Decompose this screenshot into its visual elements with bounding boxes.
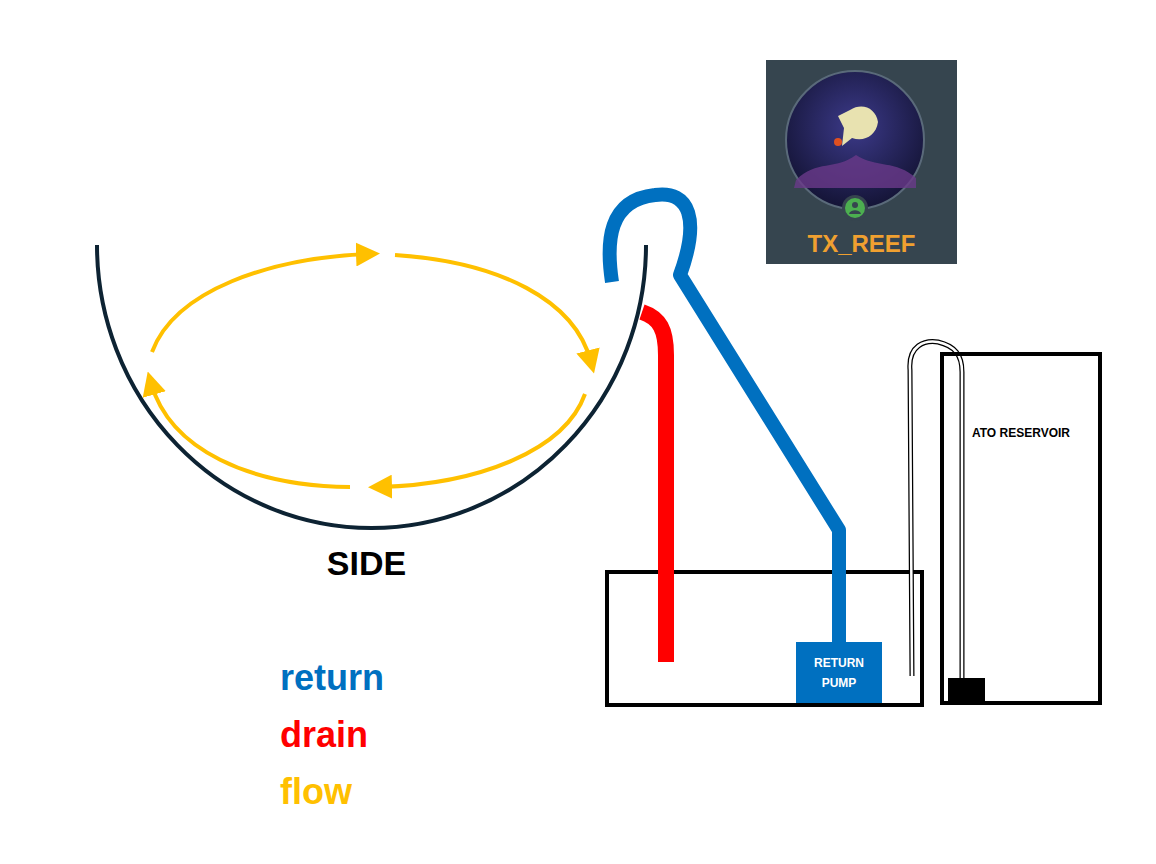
username: TX_REEF [766,230,957,258]
avatar-badge: TX_REEF [766,60,957,264]
flow-arrows [151,254,591,487]
fish [838,106,878,146]
flow-arrow [152,254,368,352]
status-icon [852,202,858,208]
coral [794,155,916,188]
pump-label: RETURN PUMP [806,653,872,693]
reservoir-label: ATO RESERVOIR [944,426,1098,440]
legend-label: flow [280,770,384,814]
clownfish [834,138,842,146]
ato-hose-inner [910,342,962,678]
drain-pipe [642,312,666,662]
legend-swatch: drain [280,713,384,770]
ato-hose [910,342,962,678]
legend: return drain flow [280,656,384,827]
return-pipe [610,194,839,642]
return-pump-box: RETURN PUMP [796,642,882,703]
legend-swatch: flow [280,770,384,827]
flow-arrow [380,394,585,487]
status-ring [842,195,868,221]
status-dot [845,198,865,218]
legend-label: drain [280,713,384,757]
avatar-circle [786,71,924,209]
legend-swatch: return [280,656,384,713]
ato-pump [948,678,985,705]
legend-label: return [280,656,384,700]
tank-side-view: SIDE [95,245,648,585]
sump-box [607,572,922,705]
flow-arrow [151,383,350,487]
tank-bowl [97,245,646,528]
status-icon [849,210,861,214]
tank-outline [95,245,648,585]
flow-arrow [395,255,591,362]
view-label: SIDE [95,544,638,583]
reservoir-box: ATO RESERVOIR [940,352,1102,705]
